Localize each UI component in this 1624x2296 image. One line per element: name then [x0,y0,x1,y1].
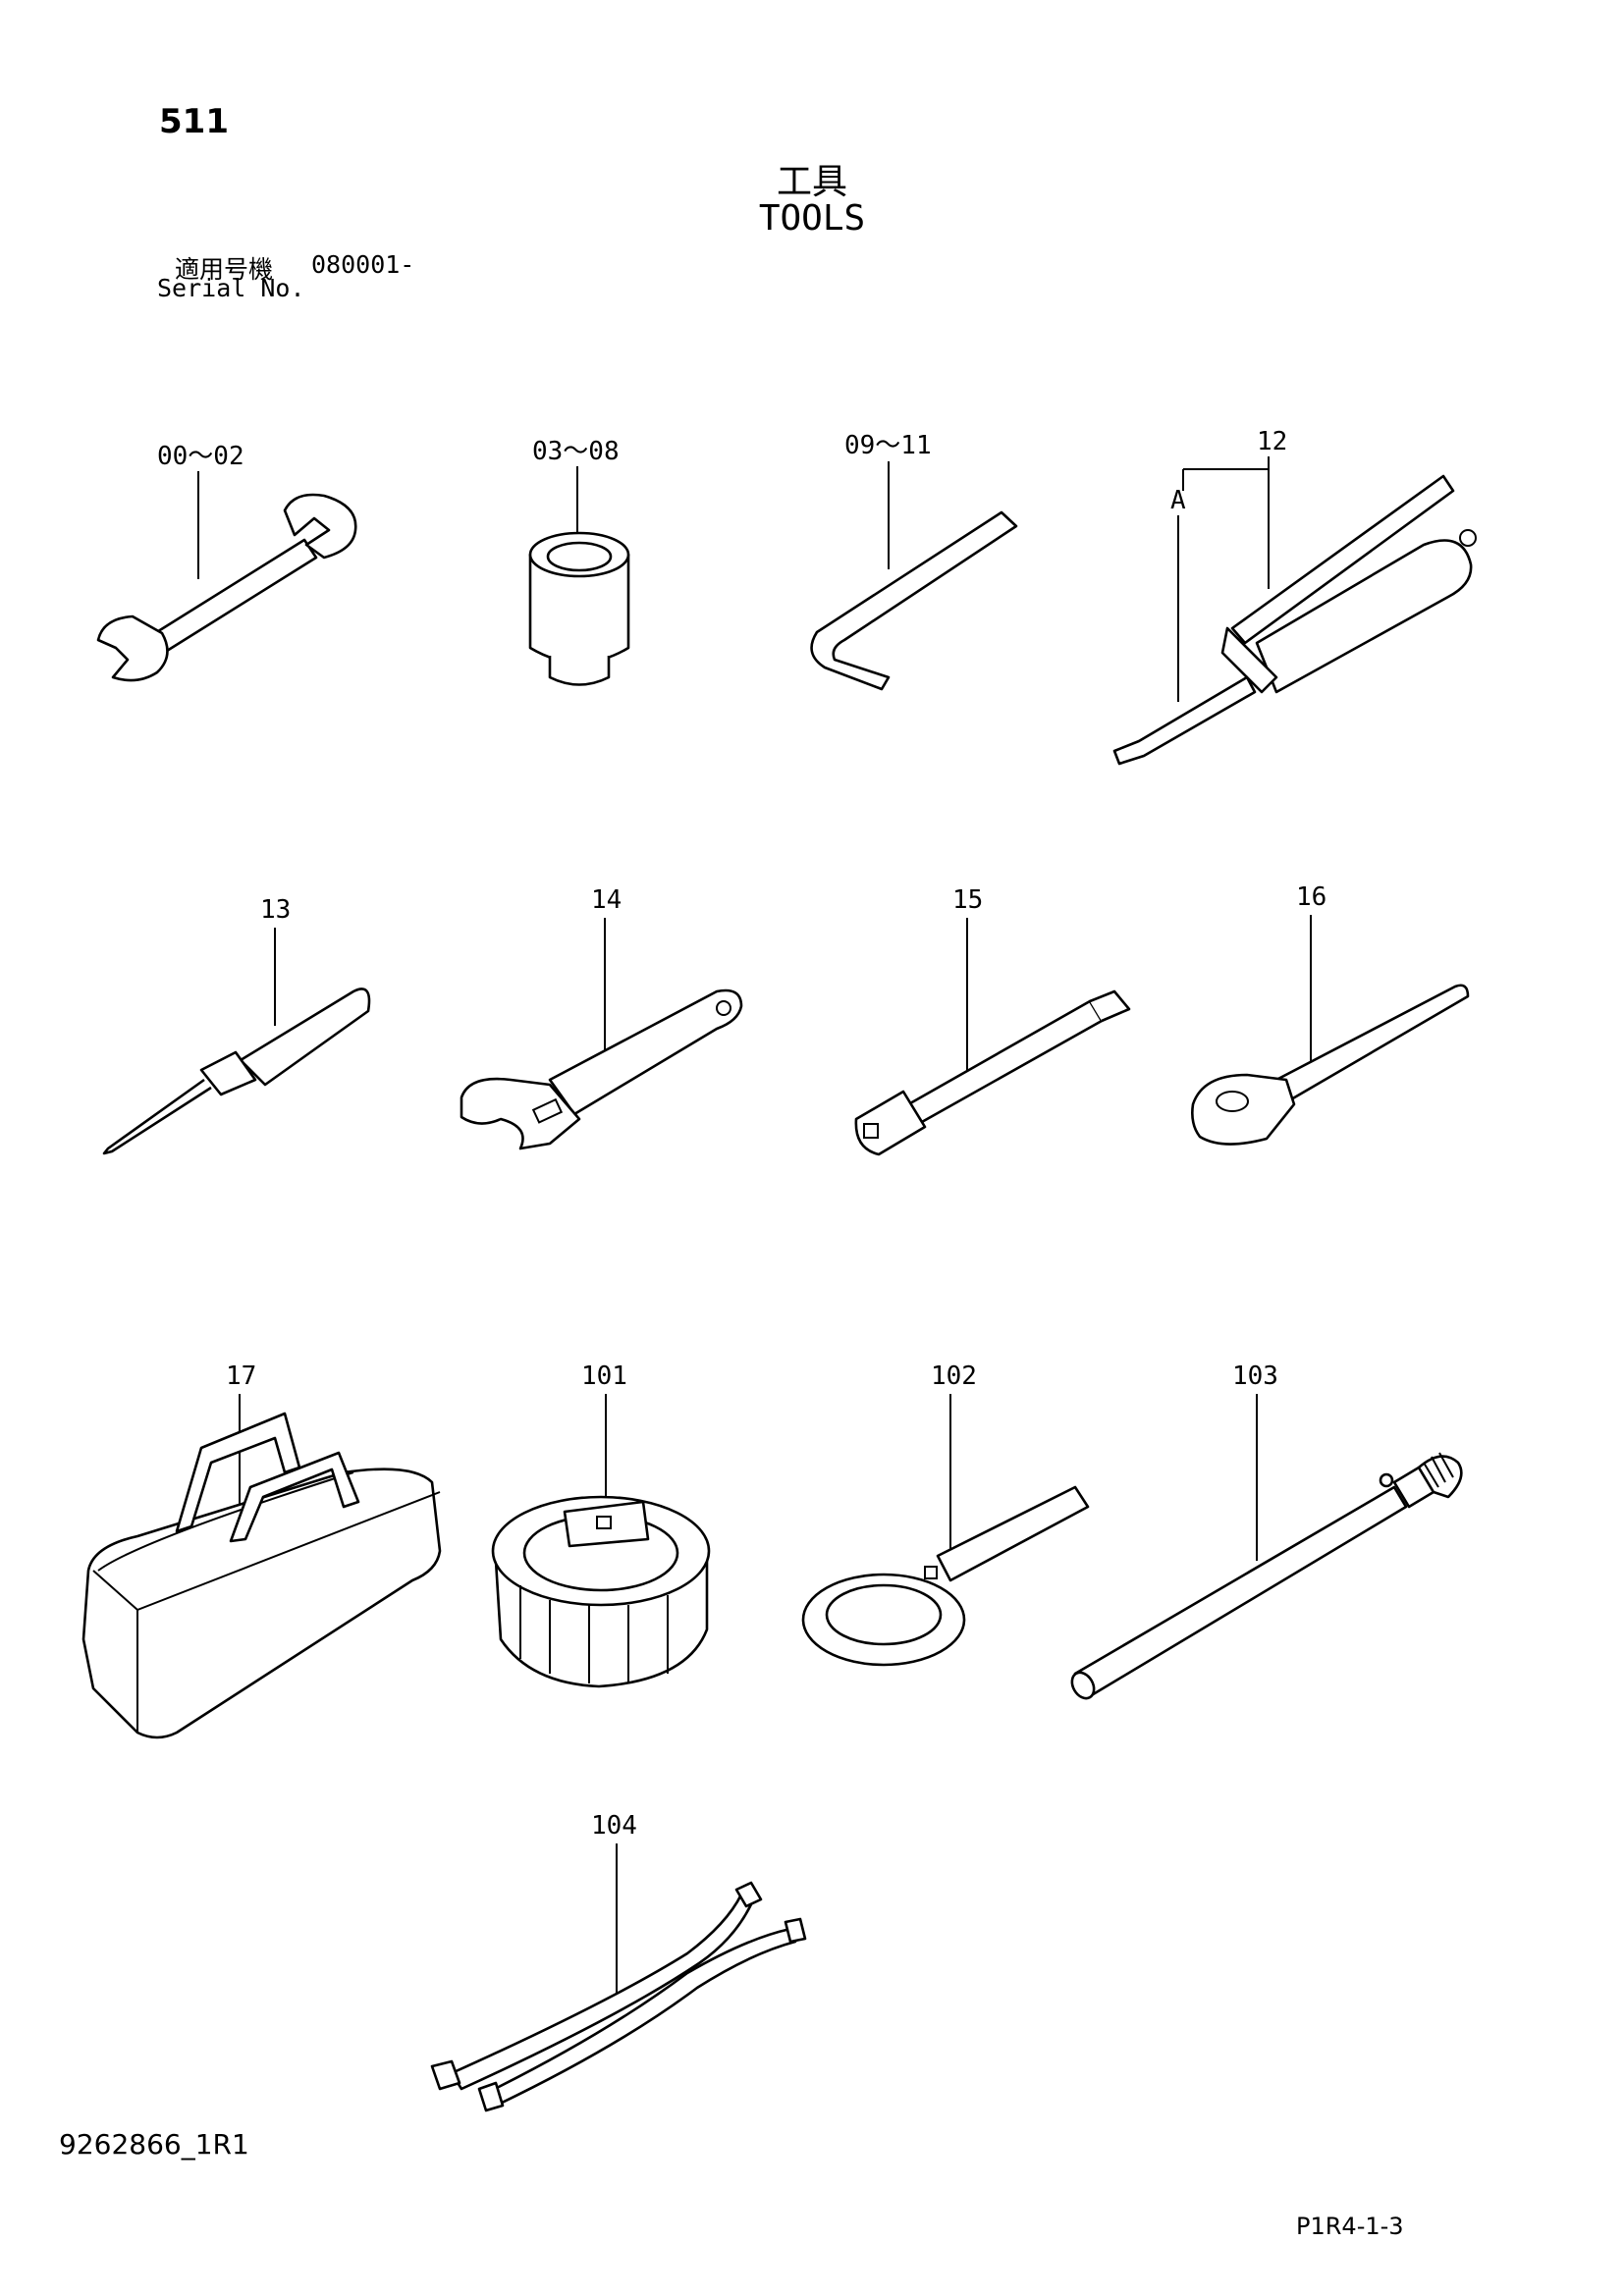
figure-id: P1R4-1-3 [1296,2213,1404,2240]
serial-value: 080001- [311,250,415,279]
callout-14: 14 [591,885,622,915]
tool-bag-icon [81,1412,442,1739]
open-end-wrench-icon [96,493,357,682]
callout-103: 103 [1232,1362,1278,1391]
adjustable-wrench-icon [460,988,743,1150]
ring-spanner-icon [801,1485,1090,1667]
handle-bar-icon [1070,1452,1463,1700]
callout-16: 16 [1296,882,1326,912]
ratchet-handle-icon [1191,984,1470,1146]
document-id: 9262866_1R1 [59,2128,249,2161]
serial-label-japanese: 適用号機 [175,255,274,284]
page-number: 511 [159,102,229,141]
screwdriver-icon [102,988,371,1155]
callout-102: 102 [931,1362,977,1391]
socket-icon [528,531,630,686]
callout-13: 13 [260,895,291,925]
extension-bar-icon [854,989,1131,1156]
grease-gun-icon [1112,474,1477,766]
callout-09-11: 09～11 [844,431,932,460]
strap-wrench-icon [430,1881,807,2112]
hex-key-icon [810,510,1018,691]
callout-15: 15 [952,885,983,915]
callout-03-08: 03～08 [532,437,620,466]
page-title-japanese: 工具 [776,162,847,202]
callout-17: 17 [226,1362,256,1391]
filter-wrench-icon [491,1495,711,1688]
callout-a: A [1170,486,1186,515]
callout-101: 101 [581,1362,627,1391]
callout-12: 12 [1257,427,1287,456]
page-title: TOOLS [758,198,866,239]
callout-00-02: 00～02 [157,442,244,471]
callout-104: 104 [591,1811,637,1841]
serial-label: Serial No. [157,274,305,302]
